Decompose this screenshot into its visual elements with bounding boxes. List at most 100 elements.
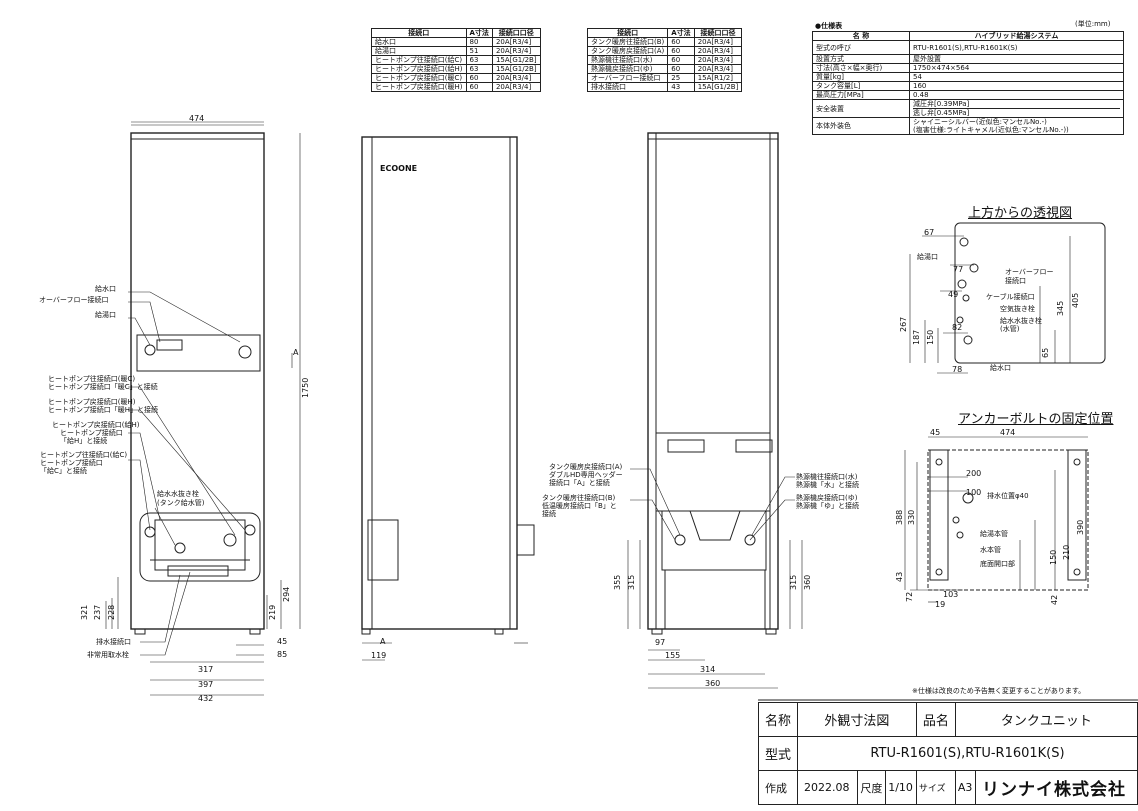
label-bottom: 底面開口部 [980, 560, 1015, 568]
dim-width: 474 [189, 114, 205, 123]
dim-355: 355 [613, 574, 622, 590]
dim-119: 119 [371, 651, 387, 660]
dim-155: 155 [665, 651, 681, 660]
dim-97: 97 [655, 638, 666, 647]
label-tank-b3: 接続 [542, 510, 556, 518]
label-src-w: 熱源機往接続口(水) [796, 473, 858, 481]
label-tank-b2: 低温暖房接続口「B」と [542, 502, 617, 510]
label-water-pipe: 水本管 [980, 546, 1001, 554]
dim-360-h: 360 [705, 679, 721, 688]
dim-77: 77 [953, 265, 964, 274]
dim-67: 67 [924, 228, 935, 237]
dim-103: 103 [943, 590, 959, 599]
title-product-value: タンクユニット [954, 702, 1138, 737]
revision-notice: ※仕様は改良のため予告無く変更することがあります。 [912, 687, 1086, 695]
dim-345: 345 [1056, 300, 1065, 316]
title-scale-label: 尺度 [857, 770, 887, 805]
label-tank-a3: 接続口「A」と接続 [549, 479, 610, 487]
dim-150-anchor: 150 [1049, 549, 1058, 565]
spec-cell: 逃し弁[0.45MPa] [913, 108, 1120, 117]
dim-45-anchor: 45 [930, 428, 941, 437]
dim-321: 321 [80, 604, 89, 620]
top-view [909, 222, 1106, 374]
anchor-view [904, 436, 1089, 603]
dim-65: 65 [1041, 347, 1050, 358]
label-src-y2: 熱源機「ゆ」と接続 [796, 502, 859, 510]
dim-474-anchor: 474 [1000, 428, 1016, 437]
dim-330: 330 [907, 509, 916, 525]
dim-82: 82 [952, 323, 963, 332]
label-hp-h2: ヒートポンプ接続口「暖H」と接続 [48, 406, 159, 414]
label-top-drain: 給水水抜き栓 [1000, 317, 1042, 325]
label-top-cable: ケーブル接続口 [986, 293, 1035, 301]
spec-cell: (塩害仕様:ライトキャメル(近似色:マンセルNo.-)) [913, 126, 1069, 134]
label-top-hot-out: 給湯口 [917, 253, 938, 261]
spec-table: 名 称 ハイブリッド給湯システム 型式の呼び RTU-R1601(S),RTU-… [812, 31, 1124, 135]
title-block: 名称 外観寸法図 品名 タンクユニット 型式 RTU-R1601(S),RTU-… [757, 702, 1138, 805]
label-top-air: 空気抜き栓 [1000, 305, 1035, 313]
label-drain-valve: 給水水抜き栓 [157, 490, 199, 498]
title-model-label: 型式 [757, 736, 799, 771]
top-view-title: 上方からの透視図 [968, 206, 1073, 221]
label-hp-kh: ヒートポンプ戻接続口(給H) [52, 421, 140, 429]
dim-405: 405 [1071, 292, 1080, 308]
title-size-value: A3 [954, 770, 977, 805]
label-drain-valve2: (タンク給水管) [157, 499, 205, 507]
label-hp-c2: ヒートポンプ接続口「暖C」と接続 [48, 383, 158, 391]
dim-85: 85 [277, 650, 288, 659]
title-product-label: 品名 [915, 702, 956, 737]
dim-187: 187 [912, 329, 921, 345]
front-view [105, 121, 301, 696]
dim-315-l: 315 [627, 574, 636, 590]
label-drain-pos: 排水位置φ40 [987, 492, 1029, 500]
spec-title: ●仕様表 [815, 22, 843, 30]
dim-317: 317 [198, 665, 214, 674]
label-tank-a: タンク暖房戻接続口(A) [549, 463, 623, 471]
spec-unit: (単位:mm) [1075, 20, 1111, 28]
label-emergency: 非常用取水栓 [87, 651, 129, 659]
label-src-y: 熱源機戻接続口(ゆ) [796, 494, 858, 502]
dim-200: 200 [966, 469, 982, 478]
dim-a-side: A [380, 637, 386, 646]
table-cell: 60 [465, 82, 493, 92]
dim-a-front: A [293, 348, 299, 357]
dim-49: 49 [948, 290, 959, 299]
title-scale-value: 1/10 [885, 770, 917, 805]
label-overflow: オーバーフロー接続口 [39, 296, 109, 304]
dim-360-v: 360 [803, 574, 812, 590]
dim-315-r: 315 [789, 574, 798, 590]
label-hp-kc3: 「給C」と接続 [40, 467, 87, 475]
table-cell: 43 [667, 82, 695, 92]
label-top-overflow: オーバーフロー [1005, 268, 1054, 276]
dim-388: 388 [895, 509, 904, 525]
brand-logo: ECOONE [380, 164, 418, 173]
dim-150: 150 [926, 329, 935, 345]
label-hp-kh3: 「給H」と接続 [60, 437, 108, 445]
spec-cell: 減圧弁[0.39MPa] [913, 100, 970, 108]
label-top-water-in: 給水口 [990, 364, 1011, 372]
dim-390: 390 [1076, 519, 1085, 535]
title-model-value: RTU-R1601(S),RTU-R1601K(S) [797, 736, 1138, 771]
label-hot-out: 給湯口 [95, 311, 116, 319]
table-cell: 20A[R3/4] [491, 82, 541, 92]
dim-210: 210 [1062, 544, 1071, 560]
label-hp-c: ヒートポンプ往接続口(暖C) [48, 375, 136, 383]
dim-219: 219 [268, 604, 277, 620]
title-created-label: 作成 [757, 770, 799, 805]
dim-height: 1750 [301, 377, 310, 398]
dim-294: 294 [282, 586, 291, 602]
dim-100: 100 [966, 488, 982, 497]
label-drain-conn: 排水接続口 [96, 638, 131, 646]
anchor-view-title: アンカーボルトの固定位置 [958, 412, 1114, 427]
label-hp-kh2: ヒートポンプ接続口 [60, 429, 123, 437]
company-name: リンナイ株式会社 [975, 770, 1138, 805]
label-top-overflow2: 接続口 [1005, 277, 1026, 285]
title-created-value: 2022.08 [797, 770, 859, 805]
